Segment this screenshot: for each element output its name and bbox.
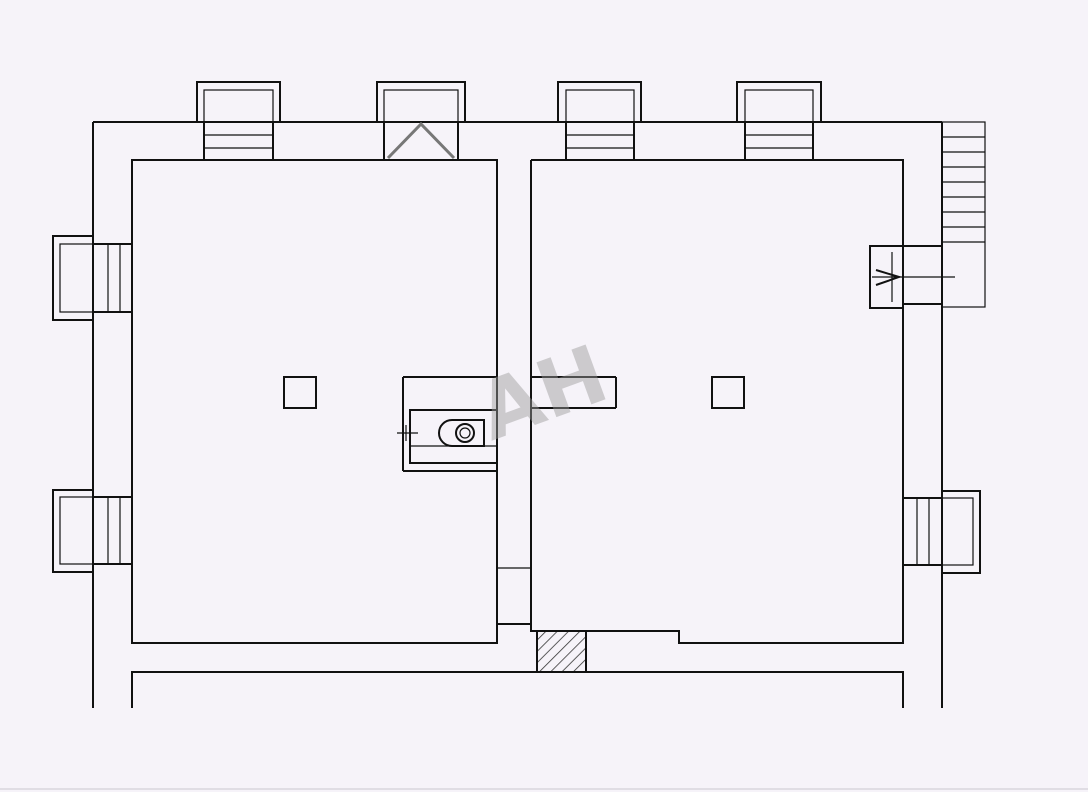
column-left	[283, 376, 317, 409]
exterior-stairs	[941, 121, 986, 308]
room-bottom	[131, 671, 904, 708]
window-left-2	[52, 489, 133, 573]
corridor-passage	[496, 567, 531, 643]
window-left-1	[52, 235, 133, 321]
window-top-4	[736, 81, 822, 161]
window-top-1	[196, 81, 281, 161]
room-right	[530, 159, 904, 644]
sink-icon	[397, 409, 498, 464]
door-top	[376, 81, 466, 161]
window-right	[902, 490, 981, 574]
column-right	[711, 376, 745, 409]
room-left	[131, 159, 498, 644]
window-top-3	[557, 81, 642, 161]
partition-center	[402, 376, 617, 472]
hatched-column	[536, 630, 587, 673]
